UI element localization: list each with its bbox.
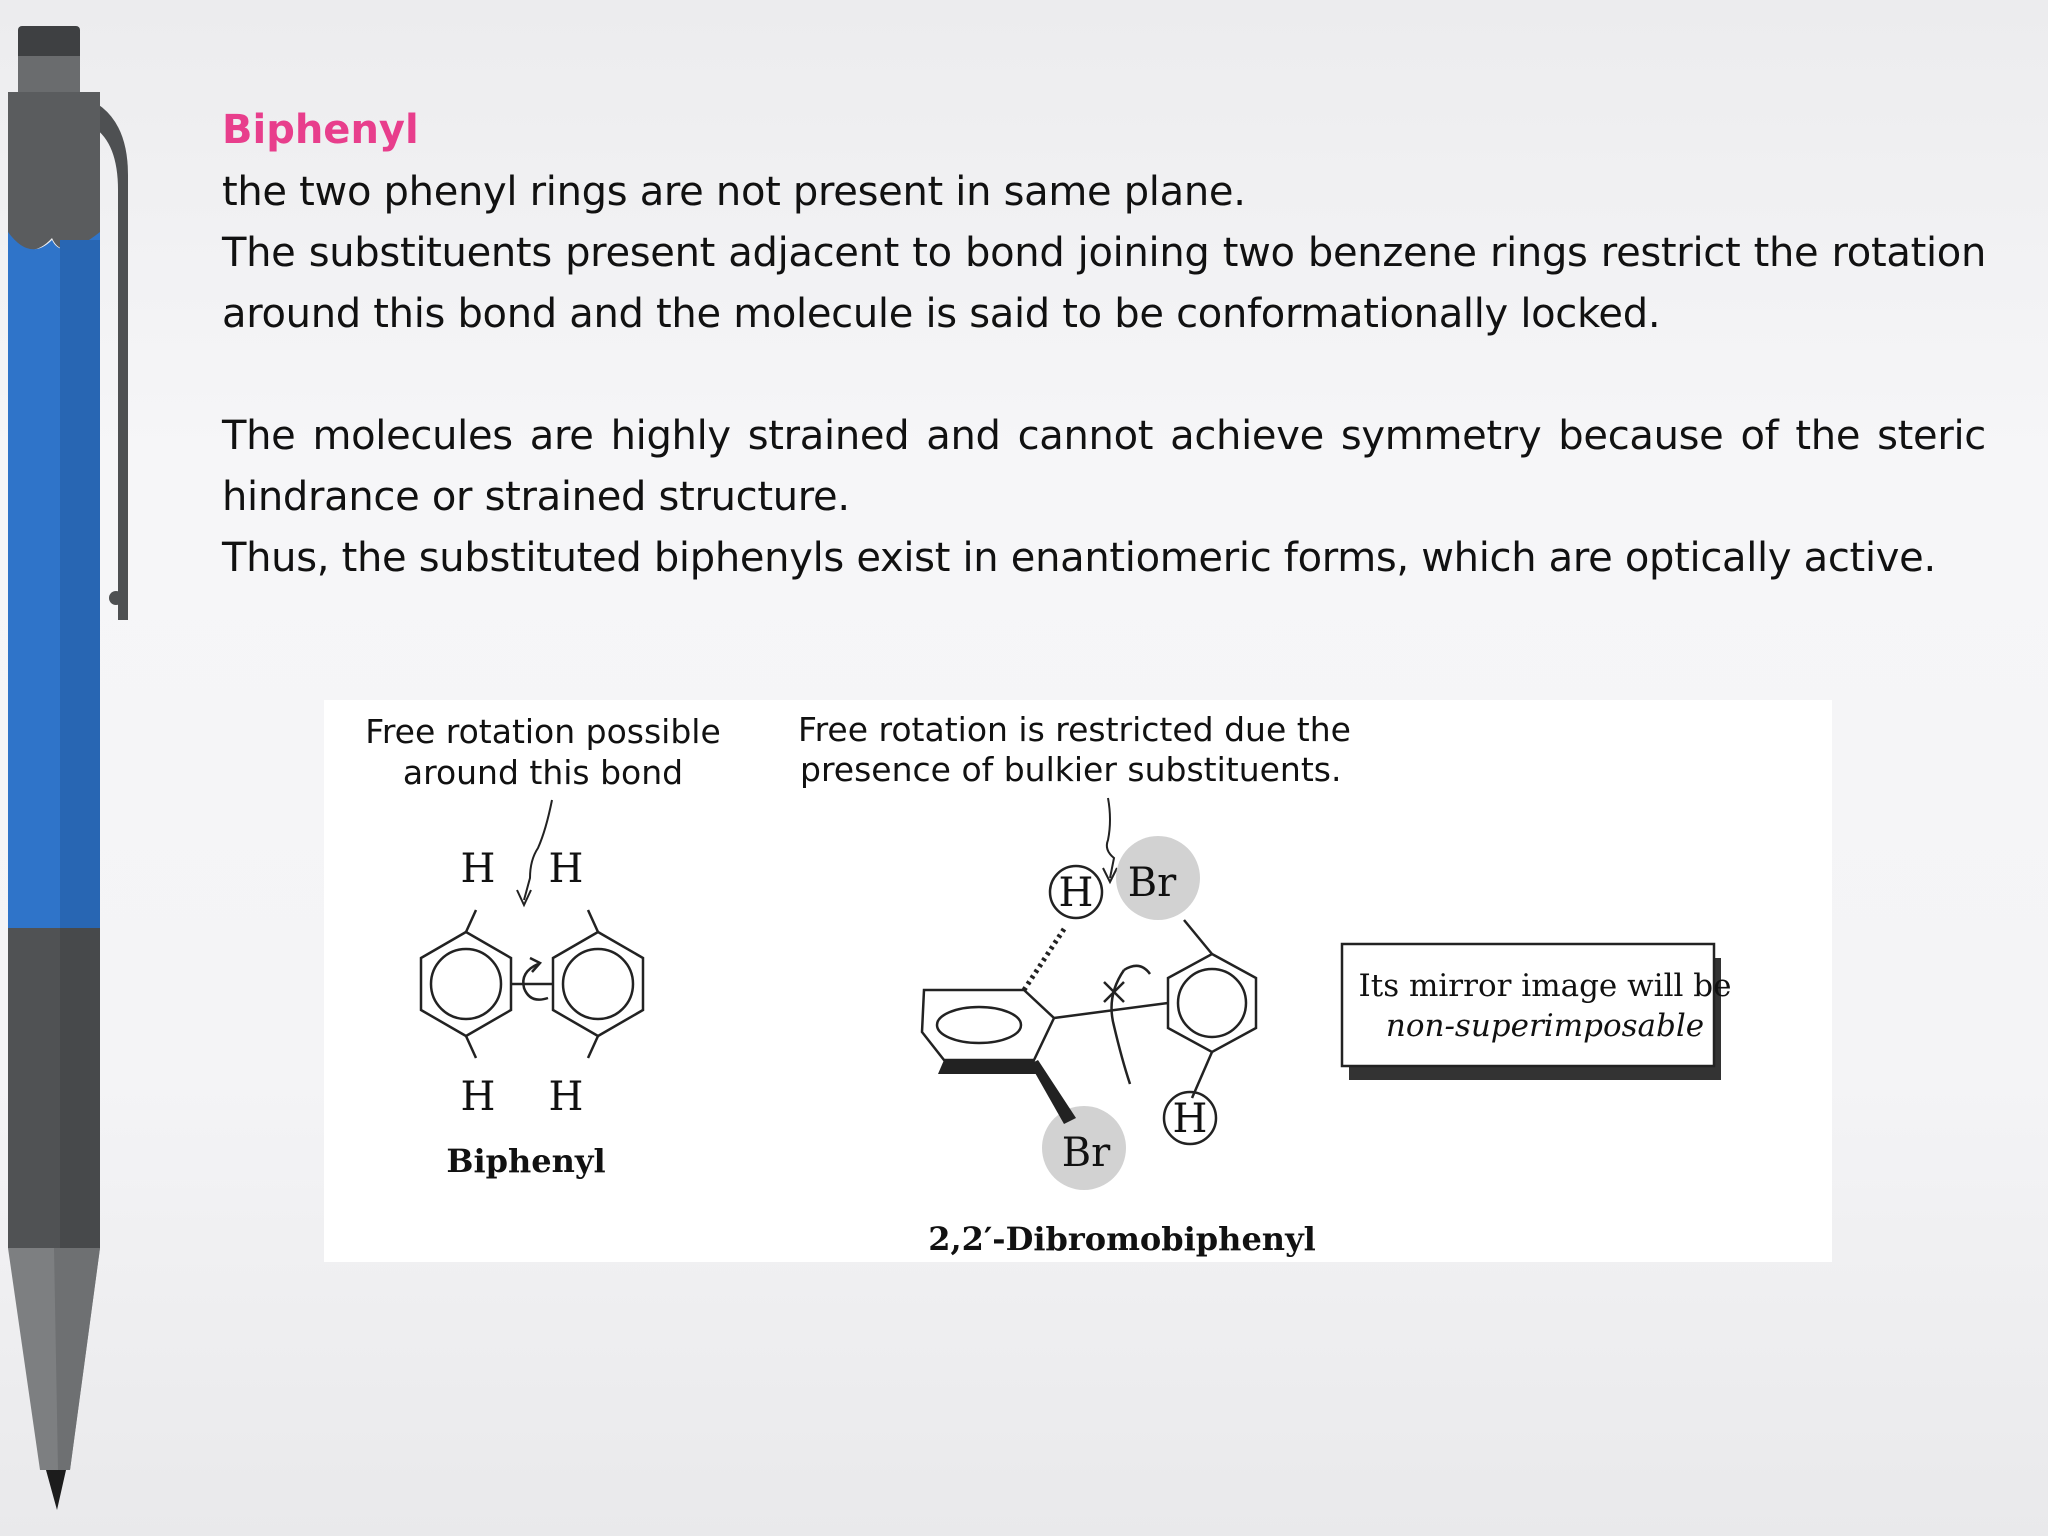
paragraph-4: Thus, the substituted biphenyls exist in…: [222, 535, 1936, 581]
atom-h-1: H: [461, 846, 496, 892]
atom-h-bottom: H: [1173, 1096, 1208, 1142]
paragraph-2: The substituents present adjacent to bon…: [222, 230, 1986, 337]
right-annotation-line2: presence of bulkier substituents.: [800, 750, 1341, 789]
atom-h-top: H: [1059, 870, 1094, 916]
biphenyl-figure: Free rotation possible around this bond …: [324, 700, 1832, 1262]
left-annotation-line1: Free rotation possible: [365, 712, 721, 751]
mirror-image-note: [1340, 942, 1721, 1080]
slide-content: Biphenyl the two phenyl rings are not pr…: [222, 98, 1986, 589]
biphenyl-molecule: [419, 909, 645, 1059]
right-annotation-line1: Free rotation is restricted due the: [798, 710, 1351, 749]
left-annotation-line2: around this bond: [403, 753, 683, 792]
br-disc-top: [1116, 836, 1200, 920]
pen-icon: [8, 26, 128, 1510]
note-line1: Its mirror image will be: [1359, 968, 1732, 1004]
atom-h-4: H: [549, 1074, 584, 1120]
atom-h-2: H: [549, 846, 584, 892]
atom-h-3: H: [461, 1074, 496, 1120]
dibromobiphenyl-caption: 2,2′-Dibromobiphenyl: [928, 1220, 1316, 1258]
dibromobiphenyl-molecule: [920, 864, 1258, 1146]
biphenyl-caption: Biphenyl: [446, 1142, 605, 1180]
paragraph-3: The molecules are highly strained and ca…: [222, 413, 1986, 520]
paragraph-1: the two phenyl rings are not present in …: [222, 169, 1246, 215]
atom-br-top: Br: [1128, 860, 1177, 906]
note-line2: non-superimposable: [1386, 1008, 1704, 1044]
atom-br-bottom: Br: [1062, 1130, 1111, 1176]
br-disc-bottom: [1042, 1106, 1126, 1190]
slide-title: Biphenyl: [222, 107, 419, 153]
